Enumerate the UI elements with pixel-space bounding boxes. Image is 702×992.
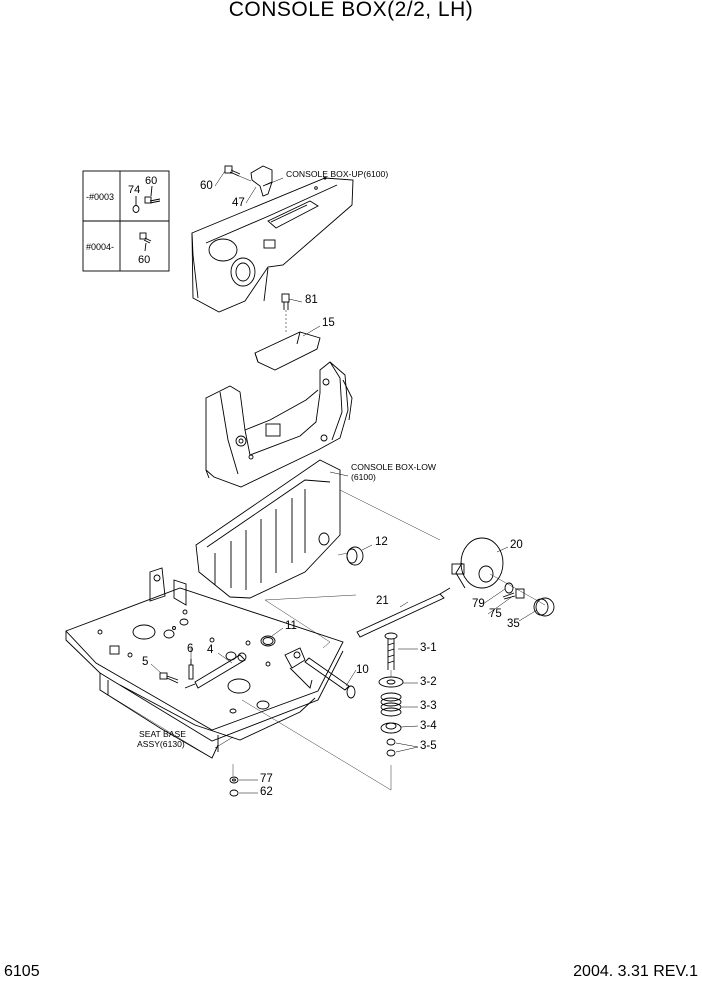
seat-3-4-part: [380, 722, 402, 734]
bolt-10-part: [304, 657, 356, 699]
callout-3-3: 3-3: [420, 700, 437, 712]
pin-6-part: [188, 659, 194, 680]
note-seat-base-2: ASSY(6130): [137, 739, 185, 749]
bolt-5-part: [159, 672, 179, 684]
callout-5: 5: [142, 656, 149, 668]
serial-row1-part-a: 74: [128, 184, 141, 196]
callout-47: 47: [232, 197, 245, 209]
serial-row1-range: -#0003: [86, 192, 115, 202]
callout-15: 15: [322, 317, 335, 329]
washer-79-part: [504, 582, 514, 594]
cap-35-part: [533, 597, 555, 617]
knob-20-part: [451, 537, 504, 589]
callout-20: 20: [510, 539, 523, 551]
callout-12: 12: [375, 536, 388, 548]
callout-4: 4: [207, 644, 214, 656]
callout-21: 21: [376, 595, 389, 607]
bolt-60-part: [224, 165, 252, 182]
callout-77: 77: [260, 773, 273, 785]
washer-77-part: [229, 776, 239, 784]
note-console-box-low-1: CONSOLE BOX-LOW: [351, 462, 436, 472]
callout-62: 62: [260, 786, 273, 798]
console-box-up-part: [191, 176, 354, 313]
table-bolt-60-icon: [144, 185, 161, 204]
assembly-lines: [232, 552, 546, 791]
note-console-box-low-2: (6100): [351, 472, 376, 482]
lever-4-part: [184, 652, 247, 689]
leader-lines: [150, 170, 538, 794]
callout-3-2: 3-2: [420, 676, 437, 688]
callout-11: 11: [285, 620, 297, 632]
ring-11-part: [260, 635, 276, 647]
cover-plate-15-part: [254, 331, 321, 371]
serial-row1-part-b: 60: [145, 175, 158, 187]
page-number: 6105: [4, 963, 40, 980]
spring-3-3-part: [380, 692, 402, 717]
callout-60: 60: [200, 180, 213, 192]
revision-date: 2004. 3.31 REV.1: [573, 963, 698, 980]
knob-47-part: [250, 165, 273, 197]
page-title: CONSOLE BOX(2/2, LH): [228, 0, 474, 21]
callout-35: 35: [507, 618, 520, 630]
callout-3-4: 3-4: [420, 720, 437, 732]
console-frame-part: [205, 361, 353, 488]
callout-81: 81: [305, 294, 318, 306]
cap-12-part: [346, 546, 364, 566]
nut-62-part: [229, 789, 239, 797]
bolt-75-part: [502, 588, 525, 600]
table-bolt-60b-icon: [139, 232, 152, 252]
rod-21-part: [356, 587, 451, 638]
serial-table-frame: [82, 170, 170, 272]
bolt-81-part: [281, 293, 290, 334]
seat-base-part: [65, 567, 344, 759]
callout-6: 6: [187, 643, 194, 655]
console-box-low-part: [195, 459, 441, 599]
serial-row2-part: 60: [138, 254, 151, 266]
serial-row2-range: #0004-: [86, 242, 115, 252]
callout-10: 10: [356, 664, 369, 676]
callout-75: 75: [489, 608, 502, 620]
callout-79: 79: [472, 598, 485, 610]
table-washer-74-icon: [132, 196, 140, 213]
note-console-box-up: CONSOLE BOX-UP(6100): [286, 169, 389, 179]
callout-3-5: 3-5: [420, 740, 437, 752]
bolt-3-1-part: [384, 632, 398, 670]
note-seat-base-1: SEAT BASE: [139, 729, 186, 739]
washer-3-2-part: [378, 676, 404, 688]
bracket-pivot-part: [284, 647, 313, 689]
callout-3-1: 3-1: [420, 642, 437, 654]
nut-3-5-part: [386, 738, 396, 757]
